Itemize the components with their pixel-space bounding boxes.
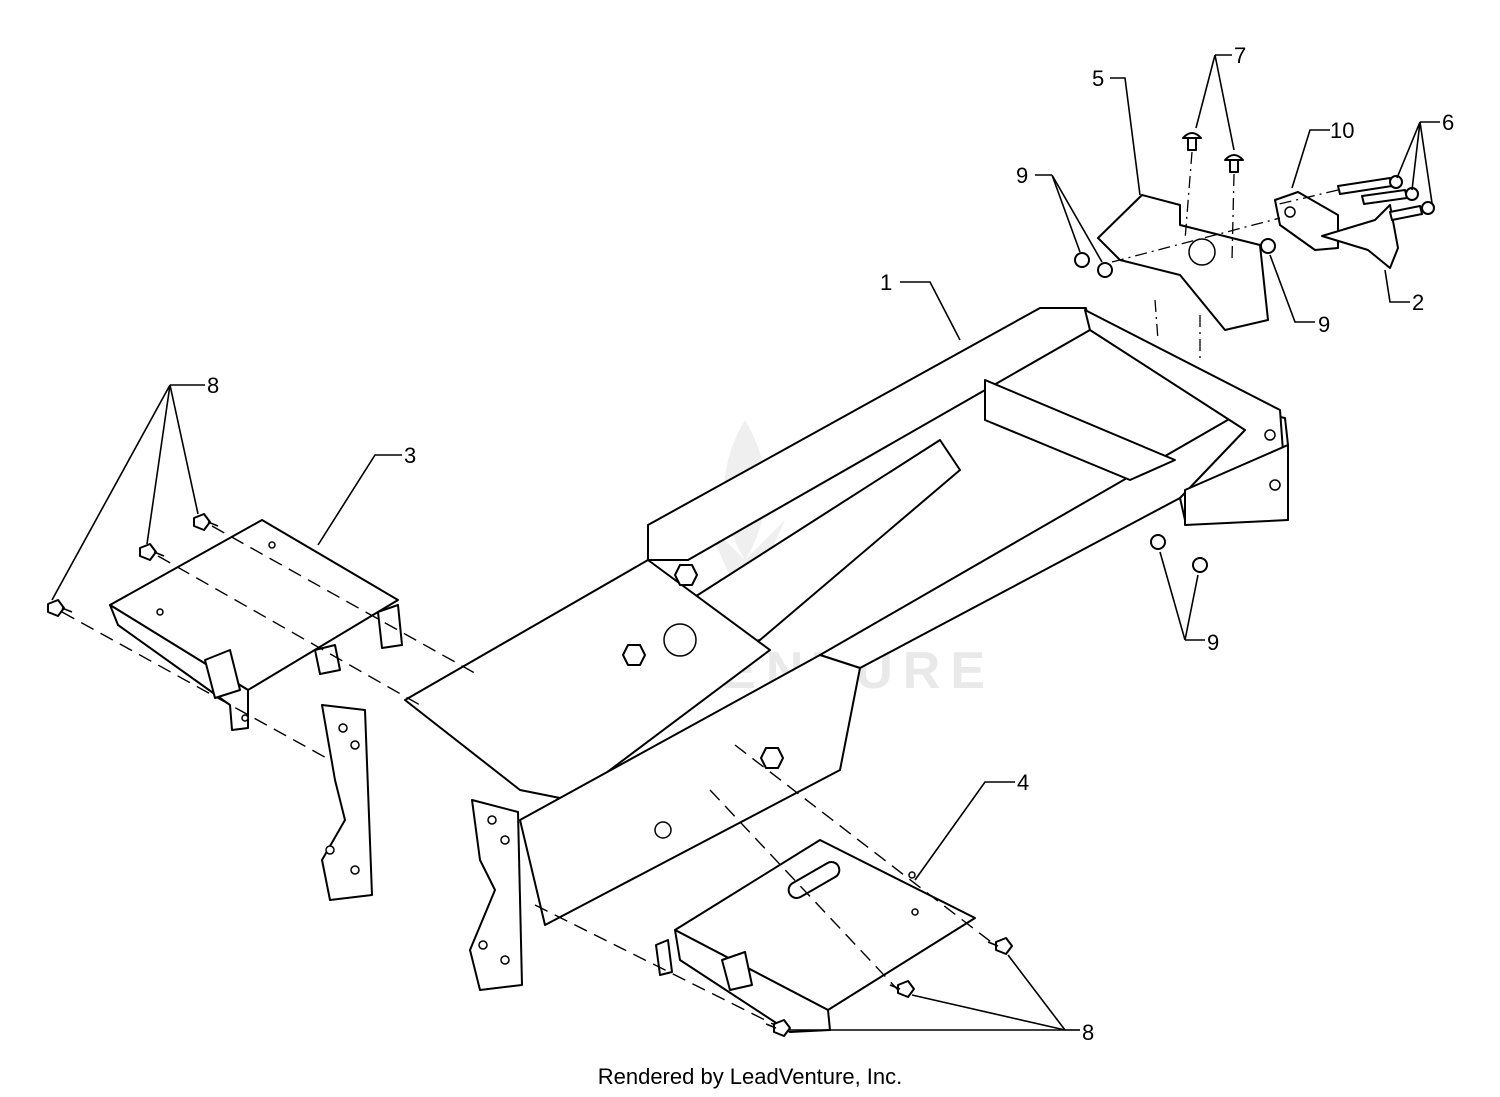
frame-hex-nut xyxy=(622,644,646,666)
latch-10-hole xyxy=(1284,206,1296,218)
frame-hole xyxy=(663,623,697,657)
callout-7: 7 xyxy=(1234,43,1246,68)
bolt-8 xyxy=(47,599,73,617)
callout-10: 10 xyxy=(1330,118,1354,143)
plate-3-hole xyxy=(156,608,164,616)
bolt-8 xyxy=(765,1019,791,1037)
frame-hex-nut xyxy=(760,747,784,769)
frame-front-plate-left xyxy=(321,704,373,901)
bracket-5-hole xyxy=(1188,238,1216,266)
callout-5: 5 xyxy=(1092,66,1104,91)
frame-cross-member xyxy=(984,379,1176,481)
plate-3 xyxy=(109,519,403,731)
plate-4-hole xyxy=(908,871,916,879)
fasteners xyxy=(47,132,1435,1037)
bracket-5-body xyxy=(1097,194,1269,331)
carriage-bolt-7 xyxy=(1182,132,1202,151)
bolt-6 xyxy=(1361,187,1419,205)
render-credit: Rendered by LeadVenture, Inc. xyxy=(597,1064,903,1089)
callout-9-right: 9 xyxy=(1318,312,1330,337)
callout-2: 2 xyxy=(1412,290,1424,315)
frame-front-plate-right xyxy=(469,799,523,991)
nut-9 xyxy=(1260,238,1276,254)
plate-3-hole xyxy=(268,541,276,549)
main-frame xyxy=(321,235,1289,991)
bolt-8 xyxy=(987,937,1013,955)
plate-4-tab xyxy=(721,951,753,991)
bolt-6 xyxy=(1337,175,1403,195)
frame-hole xyxy=(325,845,335,855)
leader-lines xyxy=(51,54,1440,1031)
callout-8-upper: 8 xyxy=(207,373,219,398)
frame-hole xyxy=(1264,429,1276,441)
plate-3-tab xyxy=(314,644,341,675)
callout-9-left: 9 xyxy=(1016,163,1028,188)
plate-4-hole xyxy=(911,908,919,916)
frame-hole xyxy=(500,955,510,965)
frame-hex-nut xyxy=(674,564,698,586)
bracket-5 xyxy=(1097,194,1269,331)
frame-front-bridge xyxy=(404,559,771,801)
plate-4-tab xyxy=(655,939,673,976)
link-2 xyxy=(1321,204,1399,269)
callout-4: 4 xyxy=(1017,770,1029,795)
frame-hole xyxy=(500,835,510,845)
frame-rear-block xyxy=(1184,444,1289,526)
frame-hole xyxy=(338,723,348,733)
frame-hole xyxy=(1269,479,1281,491)
nut-9 xyxy=(1074,252,1090,268)
bolt-6 xyxy=(1389,201,1435,221)
plate-3-front-flange xyxy=(109,604,249,731)
callout-9-lower: 9 xyxy=(1207,630,1219,655)
latch-10-body xyxy=(1274,191,1339,251)
plate-4-slot xyxy=(787,861,841,899)
latch-10 xyxy=(1274,191,1339,251)
plate-4 xyxy=(655,839,976,1033)
bolt-8 xyxy=(889,980,915,998)
frame-hole xyxy=(350,740,360,750)
plate-3-tab xyxy=(204,649,241,699)
nut-9 xyxy=(1192,557,1208,573)
callout-3: 3 xyxy=(404,443,416,468)
plate-3-hole xyxy=(241,714,249,722)
bolt-8 xyxy=(139,543,165,561)
callout-1: 1 xyxy=(880,270,892,295)
frame-hole xyxy=(654,821,672,839)
bolt-8 xyxy=(193,513,219,531)
link-2-body xyxy=(1321,204,1399,269)
plate-4-front-flange xyxy=(674,929,831,1033)
frame-hole xyxy=(478,940,488,950)
callout-8-lower: 8 xyxy=(1082,1020,1094,1045)
carriage-bolt-7 xyxy=(1224,154,1244,173)
nut-9 xyxy=(1150,534,1166,550)
frame-hole xyxy=(487,815,497,825)
callout-6: 6 xyxy=(1442,110,1454,135)
callouts: 1 2 3 4 5 6 7 8 8 9 9 9 10 xyxy=(207,43,1454,1045)
assembly-lines xyxy=(61,151,1339,1026)
frame-hole xyxy=(350,865,360,875)
plate-3-top xyxy=(109,519,399,691)
plate-3-tab xyxy=(377,604,403,649)
nut-9 xyxy=(1097,262,1113,278)
